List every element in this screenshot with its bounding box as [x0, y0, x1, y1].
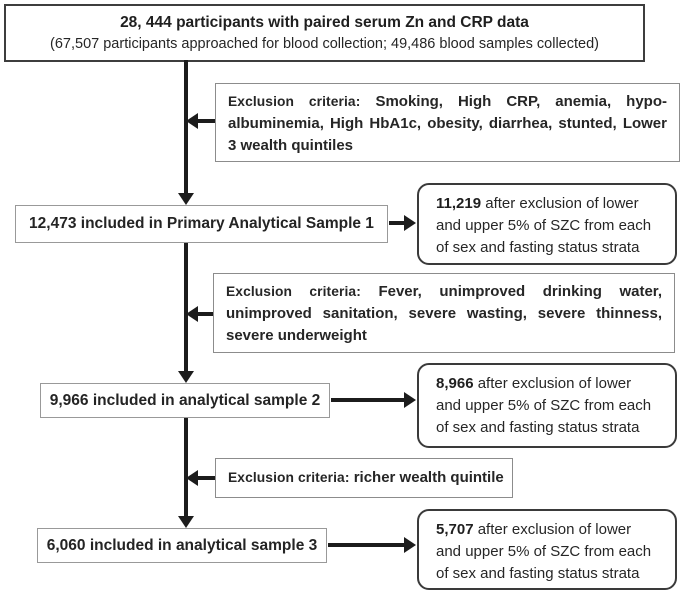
- exclusion-connector-3: [198, 476, 215, 480]
- result-text: after exclusion of lower and upper 5% of…: [436, 521, 652, 583]
- exclusion-connector-2: [198, 312, 213, 316]
- sample-label: 6,060 included in analytical sample 3: [46, 536, 318, 554]
- arrow-down-icon: [178, 193, 194, 205]
- result-count: 8,966: [436, 375, 474, 392]
- enrollment-subtitle: (67,507 participants approached for bloo…: [50, 36, 599, 53]
- exclusion-label: Exclusion criteria:: [226, 284, 361, 299]
- result-count: 5,707: [436, 521, 474, 538]
- result-text: after exclusion of lower and upper 5% of…: [436, 375, 652, 437]
- arrow-right-icon: [404, 392, 416, 408]
- result-text: after exclusion of lower and upper 5% of…: [436, 195, 652, 257]
- enrollment-title: 28, 444 participants with paired serum Z…: [120, 14, 529, 32]
- sample-box-3: 6,060 included in analytical sample 3: [37, 528, 327, 563]
- result-connector-1: [389, 221, 405, 225]
- arrow-left-icon: [186, 470, 198, 486]
- arrow-down-icon: [178, 516, 194, 528]
- exclusion-box-1: Exclusion criteria: Smoking, High CRP, a…: [215, 83, 680, 162]
- sample-box-2: 9,966 included in analytical sample 2: [40, 383, 330, 418]
- arrow-right-icon: [404, 537, 416, 553]
- enrollment-box: 28, 444 participants with paired serum Z…: [4, 4, 645, 62]
- arrow-left-icon: [186, 306, 198, 322]
- result-box-3: 5,707 after exclusion of lower and upper…: [417, 509, 677, 590]
- exclusion-connector-1: [198, 119, 215, 123]
- sample-label: 9,966 included in analytical sample 2: [49, 391, 321, 409]
- arrow-left-icon: [186, 113, 198, 129]
- arrow-right-icon: [404, 215, 416, 231]
- result-connector-2: [331, 398, 405, 402]
- flow-line-segment-3: [184, 418, 188, 517]
- exclusion-label: Exclusion criteria:: [228, 94, 361, 109]
- exclusion-text: Smoking, High CRP, anemia, hypo-albumine…: [228, 93, 667, 154]
- exclusion-box-2: Exclusion criteria: Fever, unimproved dr…: [213, 273, 675, 353]
- result-box-2: 8,966 after exclusion of lower and upper…: [417, 363, 677, 448]
- result-count: 11,219: [436, 195, 482, 212]
- sample-label: 12,473 included in Primary Analytical Sa…: [29, 215, 374, 232]
- exclusion-text: Fever, unimproved drinking water, unimpr…: [226, 283, 662, 344]
- result-box-1: 11,219 after exclusion of lower and uppe…: [417, 183, 677, 265]
- sample-box-1: 12,473 included in Primary Analytical Sa…: [15, 205, 388, 243]
- result-connector-3: [328, 543, 405, 547]
- exclusion-label: Exclusion criteria:: [228, 470, 350, 486]
- exclusion-text: richer wealth quintile: [353, 469, 504, 487]
- exclusion-box-3: Exclusion criteria: richer wealth quinti…: [215, 458, 513, 498]
- arrow-down-icon: [178, 371, 194, 383]
